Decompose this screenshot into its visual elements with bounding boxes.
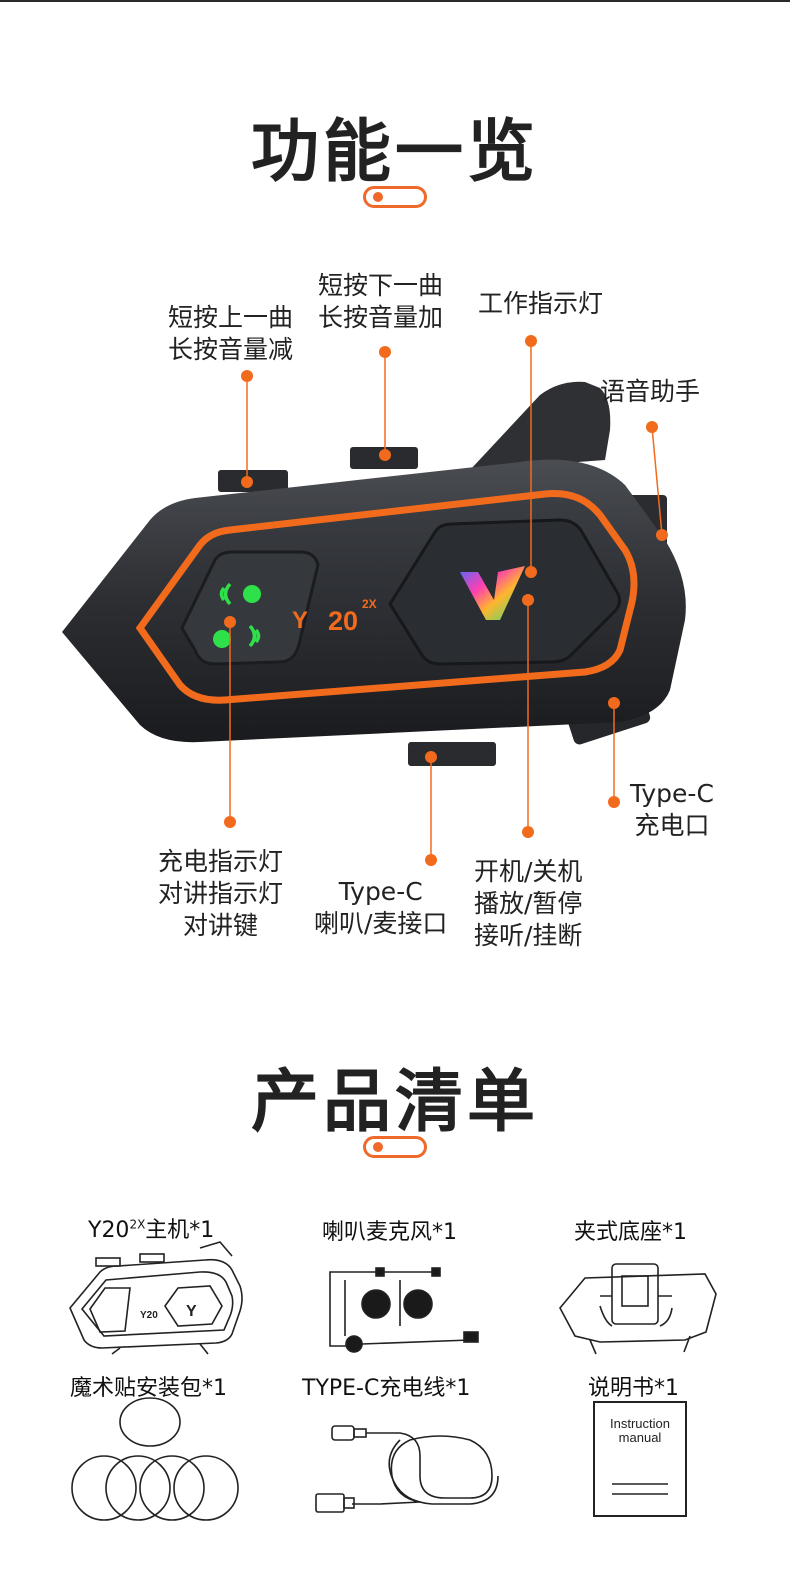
package-drawings: Instruction manual Y20 Y (69, 1241, 717, 1521)
manual-drawing (593, 1401, 687, 1517)
item-label-speaker-mic: 喇叭麦克风*1 (322, 1220, 457, 1245)
svg-text:Y: Y (292, 607, 308, 634)
item-label-manual: 说明书*1 (588, 1376, 679, 1401)
callout-next-track: 短按下一曲 长按音量加 (318, 271, 444, 332)
item-label-typec-cable: TYPE-C充电线*1 (302, 1376, 471, 1401)
manual-cover-line1: Instruction (610, 1416, 670, 1431)
svg-text:Y20: Y20 (140, 1310, 158, 1321)
callout-prev-track: 短按上一曲 长按音量减 (168, 303, 294, 364)
model-sup: 2X (362, 597, 377, 611)
speaker-mic-drawing (329, 1267, 479, 1353)
callout-power-play: 开机/关机 播放/暂停 接听/挂断 (474, 857, 583, 950)
title-toggle-decoration-2 (363, 1136, 427, 1158)
typec-cable-drawing (315, 1425, 499, 1513)
velcro-kit-drawing (71, 1397, 239, 1521)
features-title: 功能一览 (250, 113, 539, 192)
package-title: 产品清单 (250, 1063, 539, 1142)
svg-text:Y: Y (186, 1303, 197, 1320)
item-label-clip-base: 夹式底座*1 (574, 1220, 687, 1245)
callout-voice-assistant: 语音助手 (600, 377, 701, 406)
device-illustration: Y 20 2X (62, 335, 686, 866)
callout-typec-speaker: Type-C 喇叭/麦接口 (314, 877, 448, 938)
item-label-velcro-kit: 魔术贴安装包*1 (70, 1376, 227, 1401)
callout-charge-intercom: 充电指示灯 对讲指示灯 对讲键 (158, 847, 284, 940)
manual-cover-line2: manual (619, 1430, 662, 1445)
host-unit-drawing (69, 1241, 243, 1355)
title-toggle-decoration (363, 186, 427, 208)
callout-typec-charge: Type-C 充电口 (630, 779, 714, 840)
model-text: 20 (328, 606, 358, 636)
clip-base-drawing (559, 1263, 717, 1355)
item-label-host: Y202X主机*1 (88, 1217, 215, 1243)
top-divider (0, 0, 790, 2)
callout-work-indicator: 工作指示灯 (478, 289, 604, 318)
